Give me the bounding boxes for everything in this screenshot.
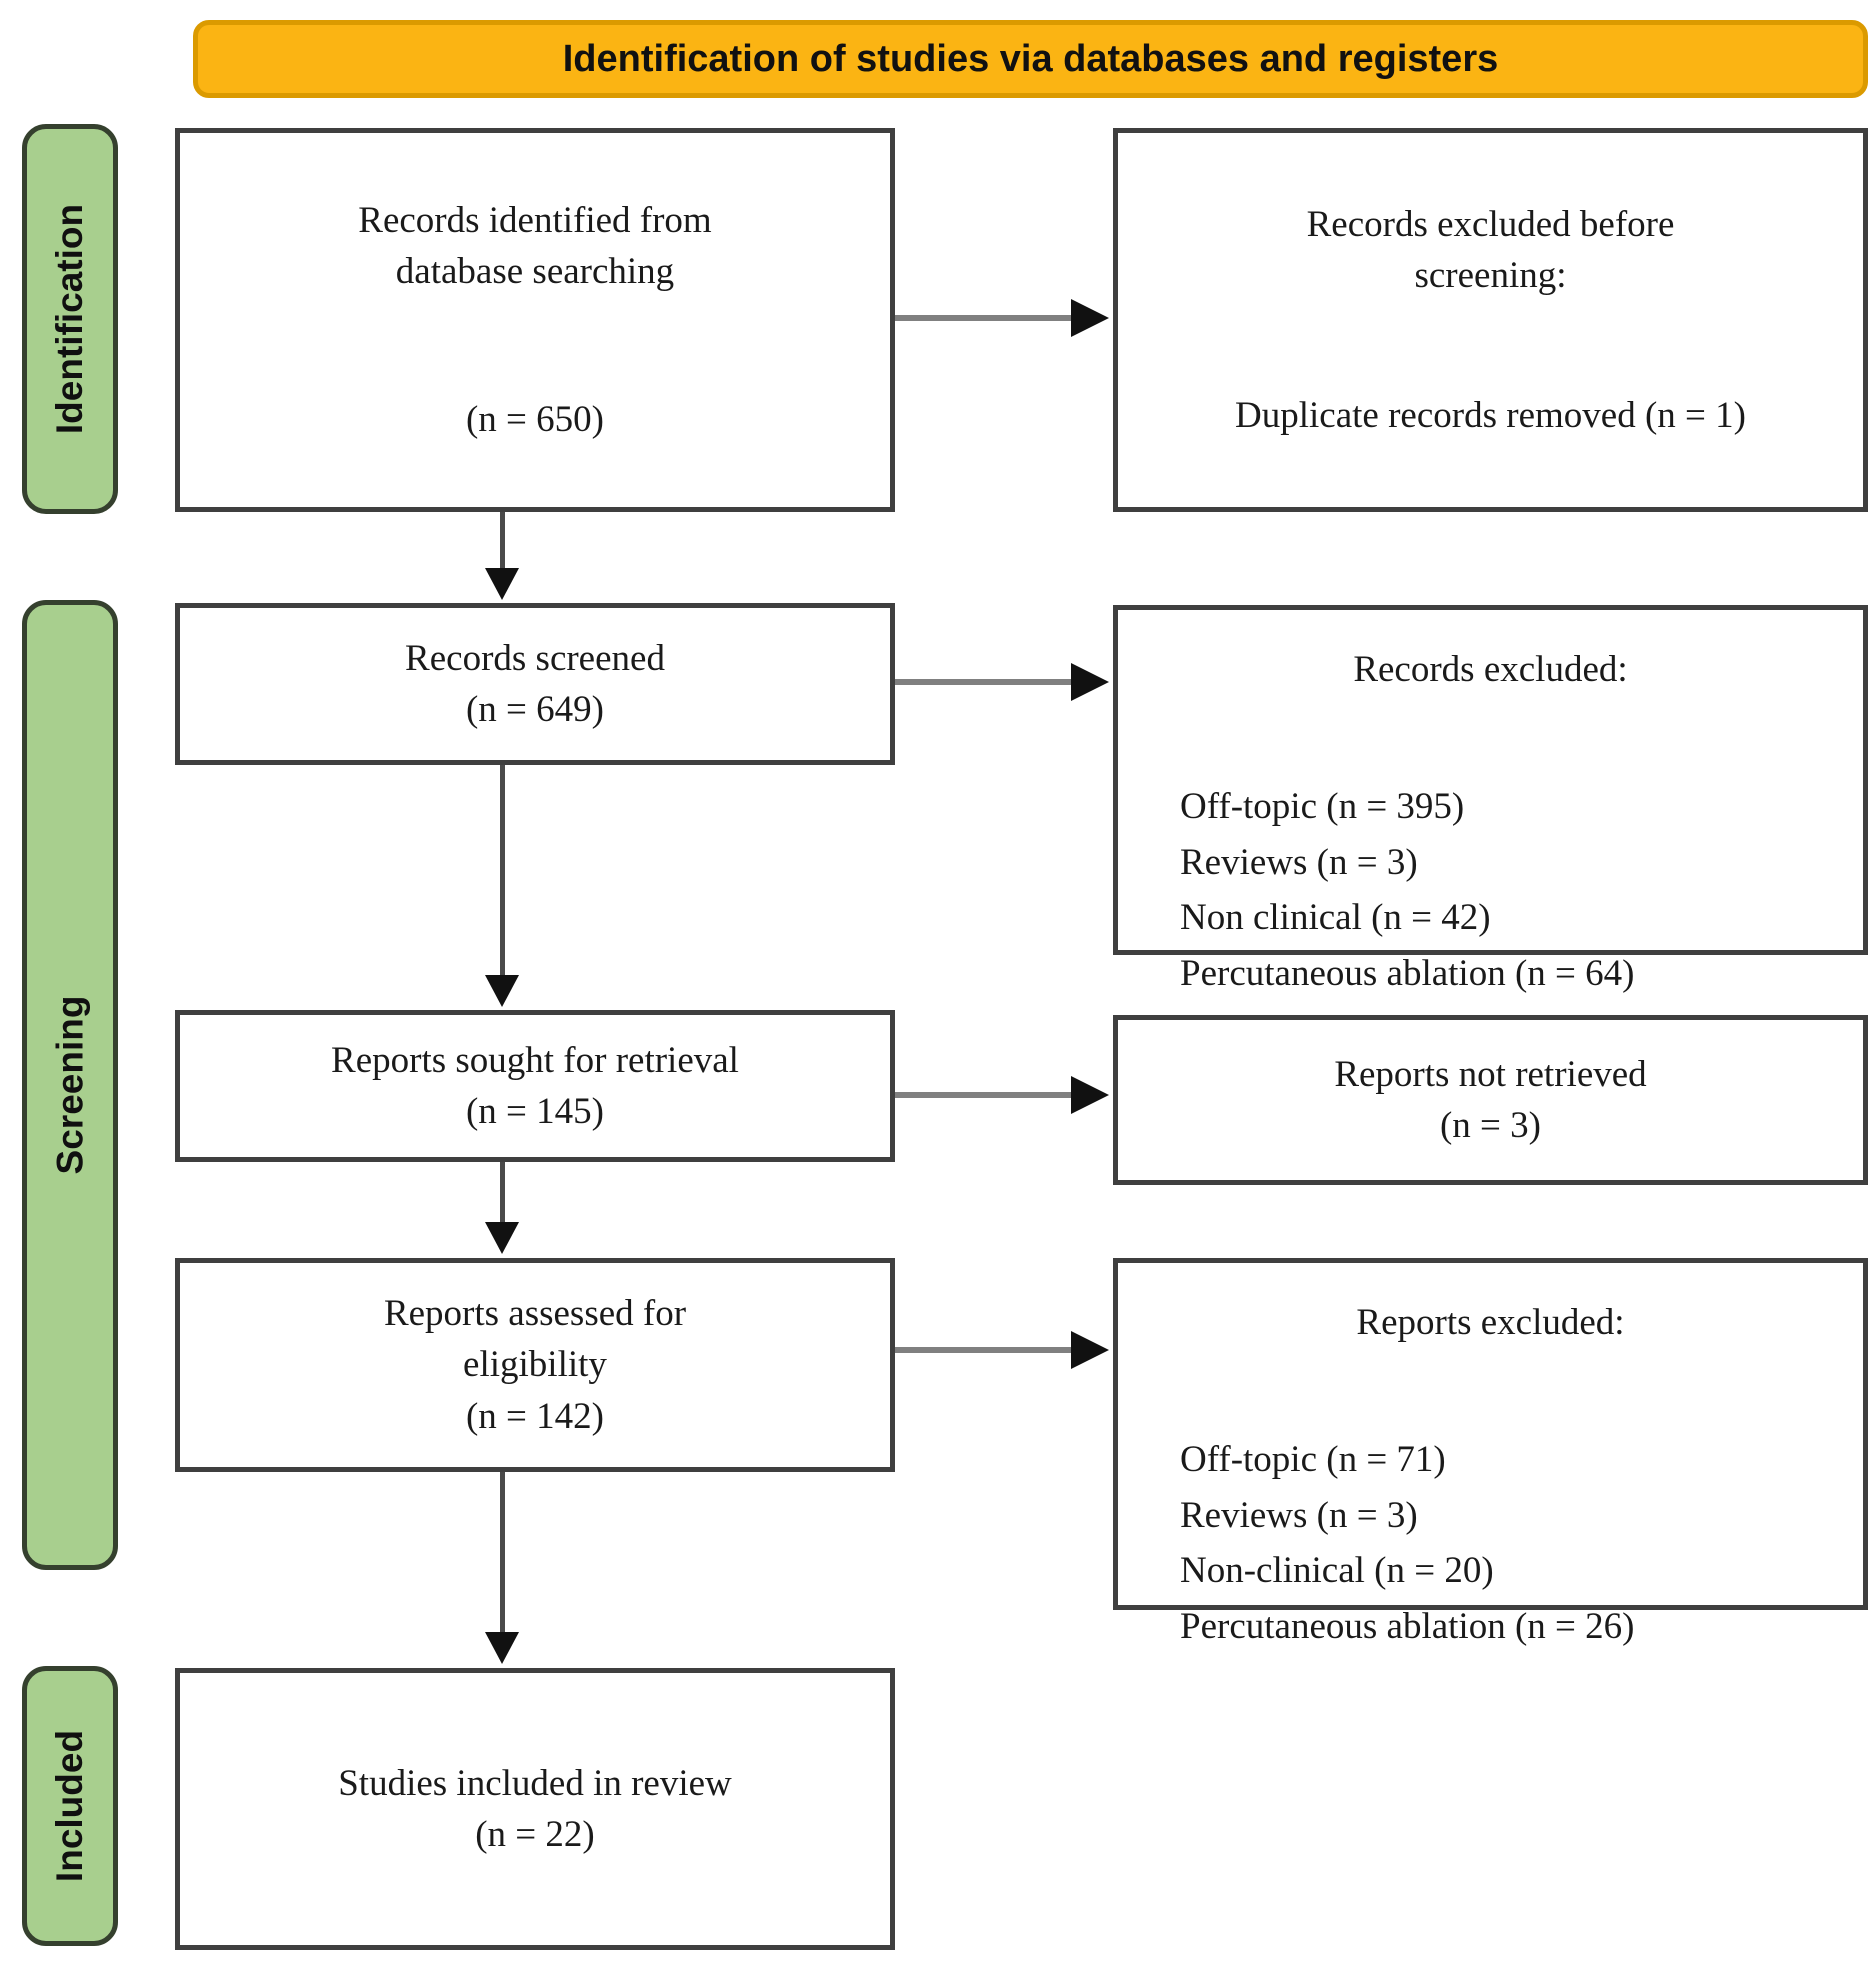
box-heading: Reports excluded: (1356, 1302, 1625, 1343)
box-studies-included: Studies included in review (n = 22) (175, 1668, 895, 1950)
banner-title: Identification of studies via databases … (562, 37, 1499, 80)
stage-label-included: Included (22, 1666, 118, 1946)
list-item: Off-topic (n = 71) (1180, 1439, 1446, 1481)
horizontal-connector (895, 315, 1073, 321)
vertical-connector (500, 1472, 505, 1634)
box-text-line: Reports sought for retrieval (331, 1039, 739, 1081)
stage-label-text: Screening (49, 995, 90, 1175)
exclusion-list: Off-topic (n = 71) Reviews (n = 3) Non-c… (1118, 1432, 1863, 1654)
arrow-head-right-icon (1071, 299, 1109, 337)
box-reports-not-retrieved: Reports not retrieved (n = 3) (1113, 1015, 1868, 1185)
box-records-excluded-before-screening: Records excluded before screening: Dupli… (1113, 128, 1868, 512)
list-item: Percutaneous ablation (n = 64) (1180, 952, 1635, 994)
stage-label-screening: Screening (22, 600, 118, 1570)
box-text: Records excluded before screening: (1307, 199, 1675, 301)
vertical-connector (500, 1162, 505, 1224)
box-count: (n = 649) (465, 689, 604, 730)
stage-label-text: Included (49, 1729, 90, 1883)
arrow-head-right-icon (1071, 1331, 1109, 1369)
box-text-line: Records identified from (358, 200, 712, 242)
box-heading: Records excluded: (1353, 649, 1628, 690)
arrow-head-down-icon (485, 1632, 519, 1664)
horizontal-connector (895, 1092, 1073, 1098)
list-item: Non clinical (n = 42) (1180, 897, 1491, 939)
box-text-line: Reports assessed for (383, 1293, 687, 1335)
box-records-identified: Records identified from database searchi… (175, 128, 895, 512)
box-count: (n = 3) (1439, 1105, 1541, 1146)
vertical-connector (500, 765, 505, 977)
list-item: Percutaneous ablation (n = 26) (1180, 1605, 1635, 1647)
list-item: Reviews (n = 3) (1180, 841, 1418, 883)
stage-label-text: Identification (49, 203, 91, 435)
box-text-line: Studies included in review (338, 1762, 732, 1804)
box-text-line: Records excluded before (1306, 204, 1675, 246)
list-item: Reviews (n = 3) (1180, 1494, 1418, 1536)
box-reports-assessed: Reports assessed for eligibility (n = 14… (175, 1258, 895, 1472)
box-reports-excluded: Reports excluded: Off-topic (n = 71) Rev… (1113, 1258, 1868, 1647)
box-count: (n = 650) (465, 398, 604, 440)
vertical-connector (500, 512, 505, 570)
arrow-head-right-icon (1071, 663, 1109, 701)
box-text-line: eligibility (463, 1344, 607, 1386)
box-text-line: Reports not retrieved (1334, 1053, 1647, 1095)
box-count: (n = 145) (465, 1091, 604, 1132)
box-text: Records identified from database searchi… (358, 195, 711, 297)
box-text-line: Records screened (405, 637, 665, 679)
box-records-excluded: Records excluded: Off-topic (n = 395) Re… (1113, 605, 1868, 994)
stage-label-identification: Identification (22, 124, 118, 514)
list-item: Off-topic (n = 395) (1180, 786, 1465, 828)
arrow-head-down-icon (485, 975, 519, 1007)
exclusion-list: Off-topic (n = 395) Reviews (n = 3) Non … (1118, 779, 1863, 1001)
box-detail: Duplicate records removed (n = 1) (1235, 394, 1746, 436)
box-reports-sought: Reports sought for retrieval (n = 145) (175, 1010, 895, 1162)
arrow-head-right-icon (1071, 1076, 1109, 1114)
list-item: Non-clinical (n = 20) (1180, 1550, 1494, 1592)
box-text-line: database searching (395, 251, 675, 293)
horizontal-connector (895, 679, 1073, 685)
arrow-head-down-icon (485, 568, 519, 600)
box-records-screened: Records screened (n = 649) (175, 603, 895, 765)
arrow-head-down-icon (485, 1222, 519, 1254)
box-text-line: screening: (1414, 255, 1567, 297)
box-count: (n = 22) (475, 1814, 595, 1855)
box-count: (n = 142) (465, 1395, 604, 1437)
horizontal-connector (895, 1347, 1073, 1353)
banner: Identification of studies via databases … (193, 20, 1868, 98)
